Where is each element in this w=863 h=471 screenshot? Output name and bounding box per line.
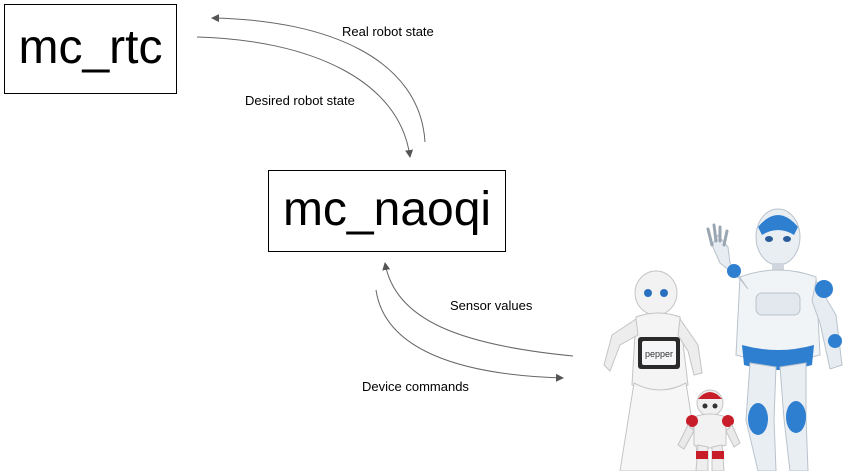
mc-rtc-label: mc_rtc [18,20,163,74]
desired-robot-state-label: Desired robot state [245,93,355,108]
arrow-sensor-values [382,262,574,357]
mc-naoqi-label: mc_naoqi [282,182,492,236]
robots-photo: pepper [603,208,843,471]
arrow-desired-robot-state [196,36,414,158]
real-robot-state-label: Real robot state [342,24,434,39]
mc-rtc-node: mc_rtc [4,4,177,94]
nao-robot [677,389,741,471]
romeo-robot [706,208,843,471]
device-commands-label: Device commands [362,379,469,394]
mc-naoqi-node: mc_naoqi [268,170,506,252]
arrow-real-robot-state [211,14,426,143]
arrow-device-commands [375,289,564,382]
sensor-values-label: Sensor values [450,298,533,313]
pepper-screen-text: pepper [645,349,673,359]
pepper-robot: pepper [603,270,703,471]
